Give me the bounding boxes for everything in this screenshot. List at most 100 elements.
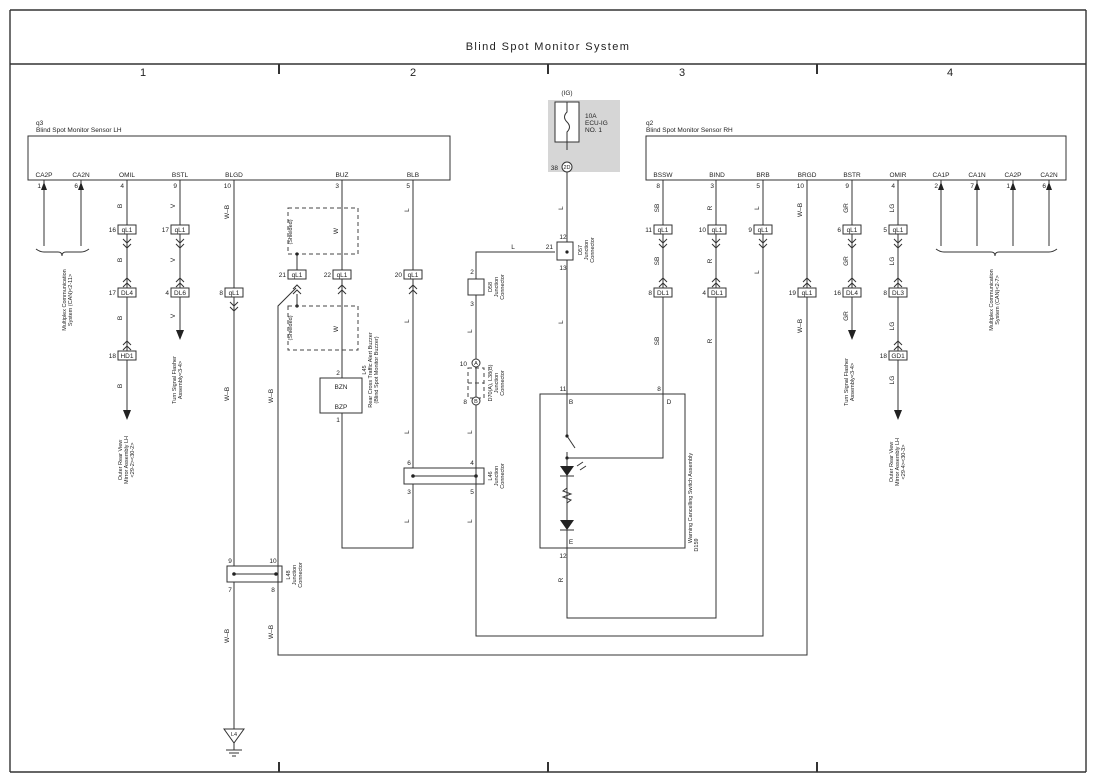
wire-color: SB [654, 257, 661, 266]
mirror-lh-label: <29-2><30-2> [130, 443, 136, 478]
sensor-rh-code: q2 [646, 120, 654, 127]
wire-color: R [558, 577, 565, 582]
pin-label: BUZ [336, 172, 349, 179]
pin-number: 21 [279, 272, 287, 279]
l46-label: Junction [494, 466, 500, 487]
wire-color: W–B [268, 625, 275, 639]
wire-color: B [117, 204, 124, 208]
connector-dl1: DL1 [711, 290, 723, 297]
pin-label: BSTR [843, 172, 861, 179]
pin-number: 18 [109, 353, 117, 360]
wire-color: L [404, 430, 411, 434]
wire-color: LG [889, 376, 896, 385]
pin-number: 10 [269, 558, 277, 565]
wire-color: L [404, 519, 411, 523]
connector-ql1: qL1 [658, 227, 669, 234]
pin-label: BRB [756, 172, 769, 179]
pin-number: 13 [559, 265, 567, 272]
wire-color: L [511, 244, 515, 251]
pin-number: 17 [109, 290, 117, 297]
pin-number: 4 [470, 460, 474, 467]
brb-wire: L L qL1 9 [748, 206, 773, 274]
pin-number: 18 [880, 353, 888, 360]
shielded-label: (Shielded) [288, 315, 294, 340]
wire-color: L [558, 320, 565, 324]
can-lines-rh: Multiplex Communication System (CAN)<2-7… [935, 180, 1058, 331]
pin-number: 3 [407, 489, 411, 496]
pin-number: 5 [406, 183, 410, 190]
fuse-source: (IG) [561, 90, 572, 97]
pin-number: 4 [120, 183, 124, 190]
mirror-lh-label: Mirror Assembly LH [124, 436, 130, 484]
pin-label: CA1N [968, 172, 986, 179]
pin-number: 5 [756, 183, 760, 190]
connector-dl1: DL1 [657, 290, 669, 297]
wire-color: B [117, 384, 124, 388]
multiplex-lh-label: System (CAN)<2-11> [68, 274, 74, 326]
pin-label: CA2P [36, 172, 53, 179]
pin-label: BSSW [653, 172, 673, 179]
wire-color: LG [889, 257, 896, 266]
pin-number: 6 [1042, 183, 1046, 190]
wire-color: W–B [224, 629, 231, 643]
l45-label: Rear Cross Traffic Alert Buzzer [368, 332, 374, 408]
pin-number: 5 [883, 227, 887, 234]
d58-label: Connector [500, 274, 506, 300]
wire-color: W–B [224, 205, 231, 219]
column-label-1: 1 [140, 67, 146, 79]
pin-letter: A [474, 361, 478, 367]
pin-number: 1 [336, 417, 340, 424]
sensor-lh-code: q3 [36, 120, 44, 127]
wire-color: L [754, 270, 761, 274]
pin-number: 19 [789, 290, 797, 297]
sensor-lh-name: Blind Spot Monitor Sensor LH [36, 127, 122, 134]
mirror-rh-label: Mirror Assembly LH [895, 438, 901, 486]
wire-color: L [467, 519, 474, 523]
pin-number: 20 [395, 272, 403, 279]
wire-color: W–B [797, 203, 804, 217]
wire-color: V [170, 203, 177, 208]
switch-assembly-d159: 11 8 12 B D E Warning Cancelling Switch … [539, 180, 717, 619]
pin-label: OMIR [890, 172, 907, 179]
mirror-rh-label: Outer Rear View [889, 442, 895, 483]
pin-number: 6 [407, 460, 411, 467]
fuse-ecu-ig: (IG) 2D 38 10A ECU-IG NO. 1 [548, 90, 620, 173]
wire-color: L [404, 319, 411, 323]
buzzer-pin: BZP [335, 404, 348, 411]
switch-pin: E [569, 539, 574, 546]
pin-label: BLGD [225, 172, 243, 179]
wire-color: V [170, 257, 177, 262]
l48-label: L48 [286, 570, 292, 579]
junction-d58-d70: L 2 3 D58 Junction Connector L A B 10 8 … [460, 180, 764, 637]
fuse-connector: 2D [563, 165, 570, 171]
wire-color: W [333, 227, 340, 234]
pin-number: 8 [271, 587, 275, 594]
pin-number: 8 [463, 399, 467, 406]
d70-label: D70(A), L38(B) [488, 364, 494, 401]
sensor-rh: q2 Blind Spot Monitor Sensor RH BSSW BIN… [645, 120, 1067, 190]
wire-color: B [117, 316, 124, 320]
mirror-lh-label: Outer Rear View [118, 440, 124, 481]
junction-l46: 6 4 3 5 L46 Junction Connector [403, 460, 506, 496]
wire-color: GR [843, 256, 850, 266]
buzzer-pin: BZN [335, 384, 348, 391]
l45-label: (Blind Spot Monitor Buzzer) [374, 336, 380, 403]
pin-label: CA2N [1040, 172, 1058, 179]
bssw-wire: SB SB SB qL1 11 DL1 8 [645, 180, 673, 394]
multiplex-rh-label: Multiplex Communication [989, 269, 995, 330]
connector-ql1: qL1 [292, 272, 303, 279]
wire-color: R [707, 338, 714, 343]
pin-number: 38 [551, 165, 559, 172]
pin-number: 22 [324, 272, 332, 279]
pin-number: 8 [883, 290, 887, 297]
connector-ql1: qL1 [229, 290, 240, 297]
pin-label: BRGD [798, 172, 817, 179]
wire-color: W–B [268, 389, 275, 403]
fuse-rating: 10A [585, 113, 597, 120]
pin-number: 8 [219, 290, 223, 297]
can-lines-lh: Multiplex Communication System (CAN)<2-1… [35, 180, 90, 331]
connector-ql1: qL1 [122, 227, 133, 234]
pin-number: 10 [224, 183, 232, 190]
junction-d57: L L 12 21 13 D57 Junction Connector [546, 172, 596, 394]
